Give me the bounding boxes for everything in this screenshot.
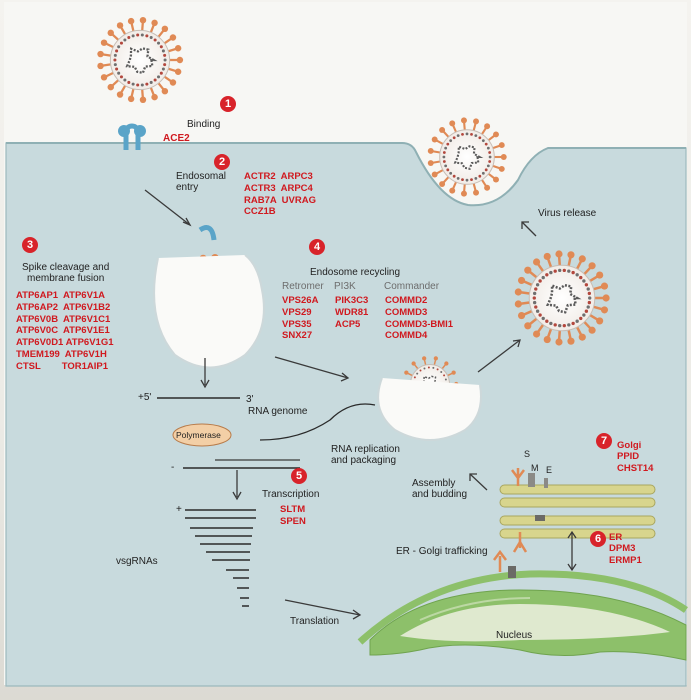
transcription-label: Transcription <box>262 489 320 500</box>
polymerase-label: Polymerase <box>176 430 221 440</box>
endosome-recycling-label: Endosome recycling <box>310 267 401 278</box>
protein-m-label: M <box>531 463 539 473</box>
pi3k-label: PI3K <box>334 281 356 292</box>
arrow-translation <box>284 599 361 616</box>
plus-strand-label: + <box>176 504 182 515</box>
step-3-genes: ATP6AP1 ATP6V1A ATP6AP2 ATP6V1B2 ATP6V0B… <box>16 290 114 372</box>
rna-lines <box>157 397 300 607</box>
nucleus <box>357 570 688 661</box>
five-prime-label: +5' <box>138 392 152 403</box>
arrow-assembly <box>469 473 488 491</box>
rna-to-vesicle <box>259 403 376 441</box>
virion-binding <box>97 16 184 104</box>
arrow-to-recycling <box>274 356 349 379</box>
nucleus-label: Nucleus <box>496 630 533 641</box>
translation-label: Translation <box>290 616 340 627</box>
recycling-vesicle <box>377 377 482 441</box>
step-5-badge: 5 <box>291 468 307 484</box>
ace2-label: ACE2 <box>163 133 190 144</box>
step-1-badge: 1 <box>220 96 236 112</box>
step-2-genes: ACTR2 ARPC3 ACTR3 ARPC4 RAB7A UVRAG CCZ1… <box>244 171 316 218</box>
arrow-release-up <box>477 339 521 373</box>
arrows <box>144 189 577 620</box>
retromer-label: Retromer <box>282 281 324 292</box>
binding-label: Binding <box>187 119 221 130</box>
cell-membrane-line <box>6 142 686 207</box>
spike-cleavage-label: Spike cleavage and membrane fusion <box>22 262 110 284</box>
protein-s-label: S <box>524 449 531 459</box>
er-golgi-label: ER - Golgi trafficking <box>396 546 488 557</box>
polymerase <box>172 423 232 447</box>
vsgrnas-label: vsgRNAs <box>116 556 158 567</box>
virus-release-label: Virus release <box>538 208 597 219</box>
golgi-label: Golgi <box>617 440 642 451</box>
golgi <box>493 468 656 578</box>
commander-label: Commander <box>384 281 440 292</box>
endosomal-entry-label: Endosomal entry <box>176 171 227 193</box>
er-label: ER <box>609 532 623 543</box>
step-4-badge: 4 <box>309 239 325 255</box>
virion-release-top <box>427 117 507 197</box>
step-5-genes: SLTM SPEN <box>280 504 306 527</box>
step-6-badge: 6 <box>590 531 606 547</box>
step-7-badge: 7 <box>596 433 612 449</box>
step-6-genes: DPM3 ERMP1 <box>609 543 642 566</box>
arrow-release-top <box>521 221 537 237</box>
minus-strand-label: - <box>171 462 175 473</box>
step-7-genes: PPID CHST14 <box>617 451 654 474</box>
arrow-entry <box>144 189 191 226</box>
pi3k-genes: PIK3C3 WDR81 ACP5 <box>335 295 369 330</box>
retromer-genes: VPS26A VPS29 VPS35 SNX27 <box>282 295 319 342</box>
rna-replication-label: RNA replication and packaging <box>331 444 400 466</box>
endosome <box>153 225 265 369</box>
step-3-badge: 3 <box>22 237 38 253</box>
protein-e-label: E <box>546 465 553 475</box>
rna-genome-label: RNA genome <box>248 406 308 417</box>
three-prime-label: 3' <box>246 394 254 405</box>
virion-release <box>514 250 610 346</box>
commander-genes: COMMD2 COMMD3 COMMD3-BMI1 COMMD4 <box>385 295 454 342</box>
ace2-receptor <box>118 123 146 150</box>
step-2-badge: 2 <box>214 154 230 170</box>
assembly-label: Assembly and budding <box>412 478 468 500</box>
